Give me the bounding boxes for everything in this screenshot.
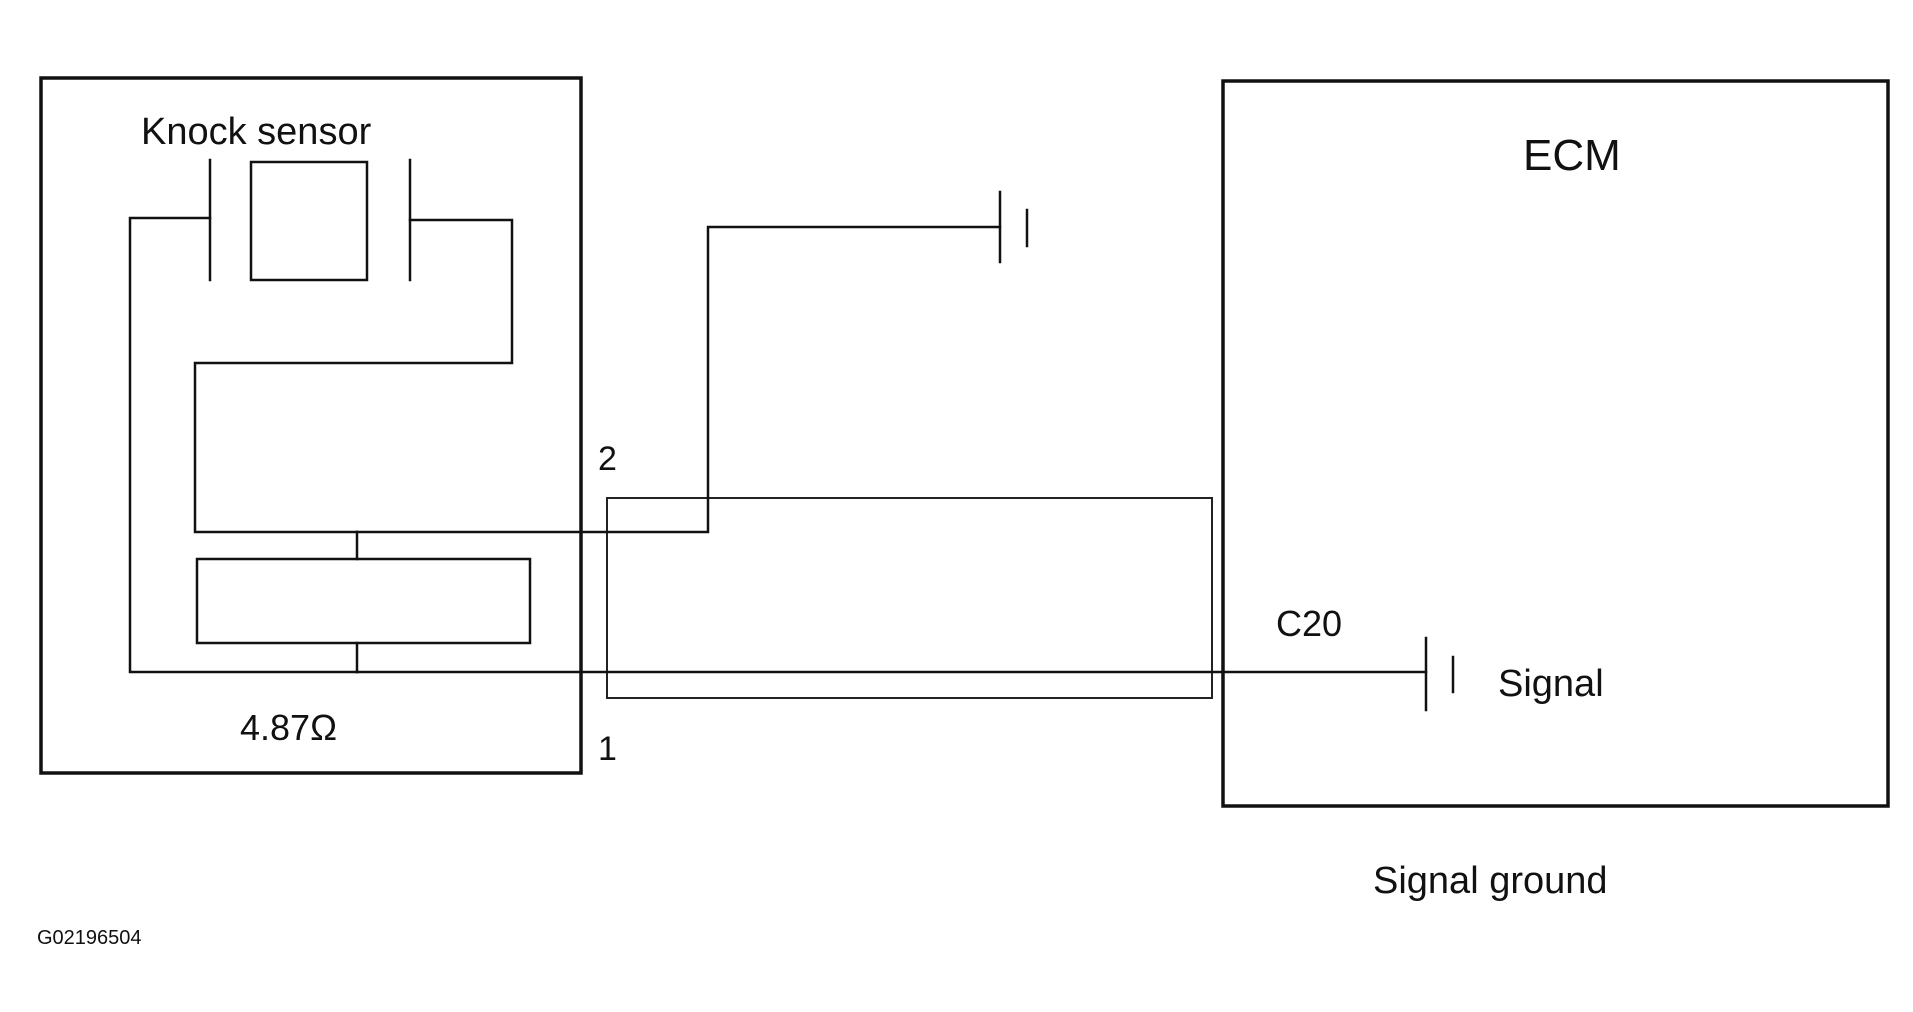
- ecm-title: ECM: [1523, 131, 1621, 180]
- knock-sensor-unit: Knock sensor 4.87Ω: [39, 76, 583, 775]
- ecm-connector-label: C20: [1276, 603, 1342, 644]
- pin-1-label: 1: [598, 730, 617, 768]
- ecm-unit: ECM C20 Signal: [1221, 79, 1890, 808]
- sensor-left-lead: [128, 216, 359, 674]
- figure-id: G02196504: [37, 927, 142, 949]
- knock-sensor-box: [39, 76, 583, 775]
- pin-2-label: 2: [598, 440, 617, 478]
- signal-ground-caption: Signal ground: [1373, 860, 1608, 902]
- ecm-signal-label: Signal: [1498, 663, 1604, 705]
- ecm-box: [1221, 79, 1890, 808]
- sensor-right-lead: [193, 218, 514, 534]
- sensor-resistance-label: 4.87Ω: [240, 707, 337, 748]
- harness-shield: [606, 497, 1213, 699]
- knock-sensor-title: Knock sensor: [141, 111, 372, 153]
- pin-2-wire: [355, 225, 1002, 534]
- piezo-element: [249, 160, 369, 282]
- resistor: [195, 557, 532, 645]
